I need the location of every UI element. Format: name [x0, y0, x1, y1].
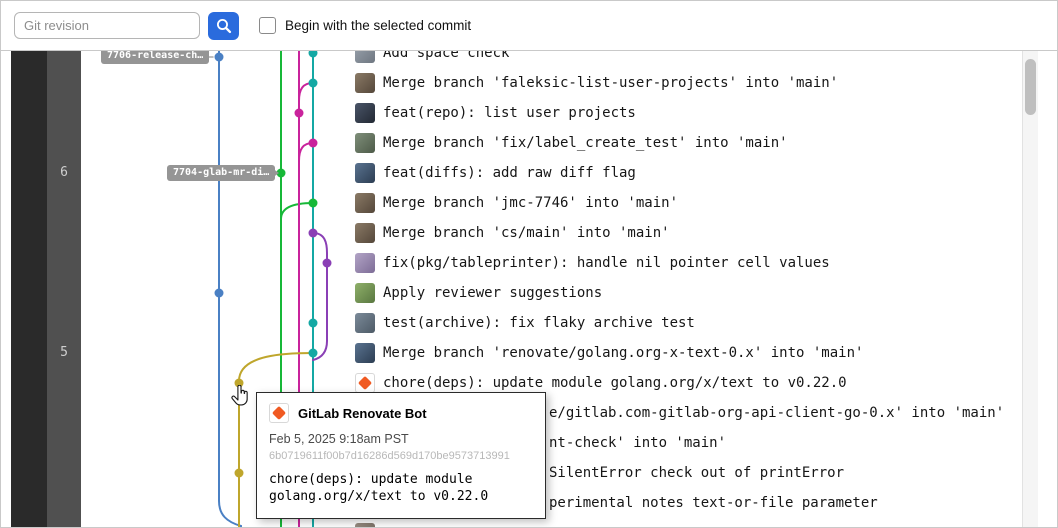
commit-row[interactable]: chore(deps): update module golang.org/x/…	[1, 368, 1021, 398]
commit-dot	[234, 468, 244, 478]
vertical-scrollbar[interactable]	[1022, 51, 1038, 527]
commit-dot	[234, 378, 244, 388]
tooltip-sha: 6b0719611f00b7d16286d569d170be9573713991	[269, 450, 510, 462]
commit-row[interactable]: Merge branch 'cs/main' into 'main'	[1, 218, 1021, 248]
commit-row[interactable]: fix(pkg/tableprinter): handle nil pointe…	[1, 248, 1021, 278]
avatar	[355, 133, 375, 153]
tooltip-message: chore(deps): update module golang.org/x/…	[269, 472, 533, 506]
commit-row[interactable]: Merge branch 'jmc-7746' into 'main'	[1, 188, 1021, 218]
tooltip-message-line: golang.org/x/text to v0.22.0	[269, 488, 489, 504]
commit-dot	[308, 138, 318, 148]
commit-message: feat(repo): list user projects	[383, 105, 636, 121]
commit-message: nt-check' into 'main'	[549, 435, 727, 451]
commit-message: Merge branch 'jmc-7746' into 'main'	[383, 195, 679, 211]
renovate-icon	[271, 405, 287, 421]
avatar	[355, 193, 375, 213]
avatar	[355, 313, 375, 333]
row-number-gutter: 6 5	[47, 51, 81, 527]
branch-line-purple	[312, 232, 328, 361]
renovate-bot-avatar	[269, 403, 289, 423]
begin-with-selected-commit-checkbox[interactable]	[259, 17, 276, 34]
commit-row[interactable]: Merge branch 'faleksic-list-user-project…	[1, 68, 1021, 98]
tooltip-message-line: chore(deps): update module	[269, 472, 473, 487]
branch-ref-pill[interactable]: 7706-release-ch…	[101, 51, 210, 64]
avatar	[355, 343, 375, 363]
renovate-icon	[357, 375, 373, 391]
commit-message: fix(pkg/tableprinter): handle nil pointe…	[383, 255, 830, 271]
commit-message: Merge branch 'renovate/golang.org-x-text…	[383, 345, 864, 361]
commit-row[interactable]: test(archive): fix flaky archive test	[1, 308, 1021, 338]
avatar	[355, 523, 375, 527]
commit-row[interactable]: nt-check' into 'main'	[1, 428, 1021, 458]
gutter-marker: 6	[60, 165, 68, 180]
commit-row[interactable]: Merge branch 'fix/label_create_test' int…	[1, 128, 1021, 158]
commit-dot	[308, 228, 318, 238]
avatar	[355, 283, 375, 303]
avatar	[355, 253, 375, 273]
toolbar: Begin with the selected commit	[1, 1, 1057, 51]
commit-message: feat(diffs): add raw diff flag	[383, 165, 636, 181]
search-button[interactable]	[208, 11, 239, 40]
commit-message: perimental notes text-or-file parameter	[549, 495, 878, 511]
avatar	[355, 223, 375, 243]
commit-row[interactable]: feat(diffs): add raw diff flag	[1, 158, 1021, 188]
pointer-hand-cursor	[231, 385, 248, 406]
commit-row[interactable]: perimental notes text-or-file parameter	[1, 488, 1021, 518]
commit-row[interactable]: e/gitlab.com-gitlab-org-api-client-go-0.…	[1, 398, 1021, 428]
commit-dot	[308, 78, 318, 88]
commit-message: Merge branch 'cs/main' into 'main'	[383, 225, 670, 241]
commit-dot	[214, 52, 224, 62]
commit-dot	[308, 51, 318, 58]
commit-graph-area: 6 5	[1, 51, 1057, 527]
avatar	[355, 73, 375, 93]
commit-row[interactable]	[1, 518, 1021, 527]
begin-with-selected-commit-option: Begin with the selected commit	[259, 17, 471, 34]
avatar	[355, 103, 375, 123]
commit-tooltip: GitLab Renovate Bot Feb 5, 2025 9:18am P…	[256, 392, 546, 519]
commit-dot	[322, 258, 332, 268]
commit-row[interactable]: feat(repo): list user projects	[1, 98, 1021, 128]
commit-row[interactable]: Add space check	[1, 51, 1021, 68]
search-icon	[216, 18, 231, 33]
avatar	[355, 51, 375, 63]
commit-dot	[308, 198, 318, 208]
vertical-scrollbar-thumb[interactable]	[1025, 59, 1036, 115]
ref-pill-arrow-icon	[272, 168, 279, 178]
commit-message: Merge branch 'faleksic-list-user-project…	[383, 75, 839, 91]
commit-message: e/gitlab.com-gitlab-org-api-client-go-0.…	[549, 405, 1005, 421]
commit-dot	[294, 108, 304, 118]
commit-message: test(archive): fix flaky archive test	[383, 315, 695, 331]
commit-dots	[214, 51, 332, 478]
commit-row[interactable]: SilentError check out of printError	[1, 458, 1021, 488]
commit-dot	[308, 318, 318, 328]
renovate-bot-avatar	[355, 373, 375, 393]
avatar	[355, 163, 375, 183]
branch-ref-pill[interactable]: 7704-glab-mr-di…	[167, 165, 276, 181]
tooltip-header: GitLab Renovate Bot	[269, 403, 533, 423]
commit-row[interactable]: Apply reviewer suggestions	[1, 278, 1021, 308]
checkbox-label: Begin with the selected commit	[285, 18, 472, 33]
gutter-marker: 5	[60, 345, 68, 360]
tooltip-date: Feb 5, 2025 9:18am PST	[269, 432, 409, 446]
commit-dot	[308, 348, 318, 358]
commit-row[interactable]: Merge branch 'renovate/golang.org-x-text…	[1, 338, 1021, 368]
commit-message: SilentError check out of printError	[549, 465, 845, 481]
commit-message: chore(deps): update module golang.org/x/…	[383, 375, 847, 391]
commit-message: Apply reviewer suggestions	[383, 285, 603, 301]
tooltip-author: GitLab Renovate Bot	[298, 405, 427, 421]
minimap-gutter[interactable]	[11, 51, 47, 527]
commit-dot	[214, 288, 224, 298]
commit-message: Merge branch 'fix/label_create_test' int…	[383, 135, 788, 151]
commit-message: Add space check	[383, 51, 510, 61]
branch-line-blue	[218, 51, 242, 527]
revision-search-input[interactable]	[14, 12, 200, 39]
